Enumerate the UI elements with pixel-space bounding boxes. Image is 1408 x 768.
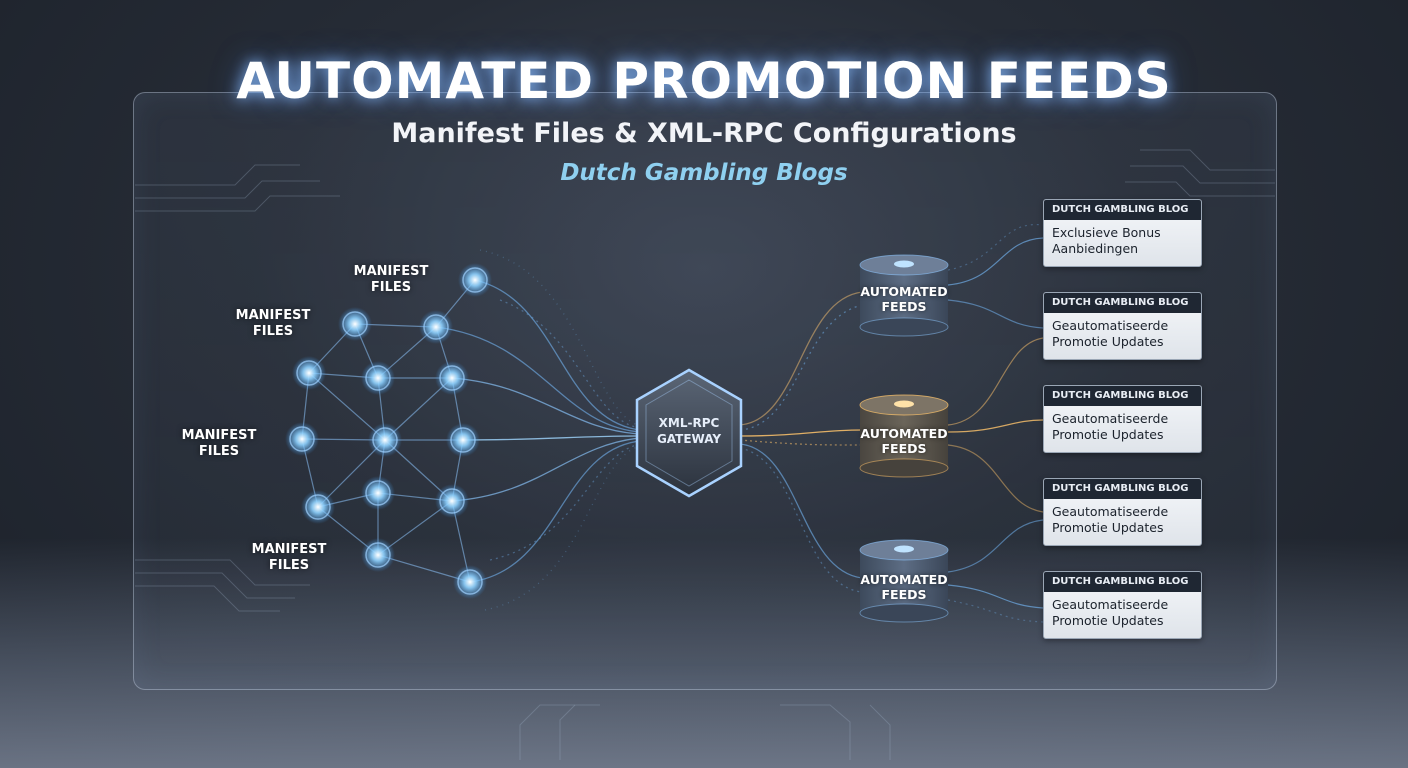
network-node [361,538,395,572]
inbound-streams [435,249,641,611]
gateway-hexagon [635,368,743,498]
blog-card-header: DUTCH GAMBLING BLOG [1044,386,1201,406]
network-node [361,476,395,510]
network-node [446,423,480,457]
blog-card-body: Geautomatiseerde Promotie Updates [1052,411,1169,442]
feed-label-text: AUTOMATED FEEDS [860,426,948,456]
manifest-label-text: MANIFEST FILES [353,264,429,295]
manifest-label: MANIFEST FILES [331,264,451,296]
blog-card-header: DUTCH GAMBLING BLOG [1044,572,1201,592]
blog-card: DUTCH GAMBLING BLOG Geautomatiseerde Pro… [1043,385,1202,453]
blog-card-header: DUTCH GAMBLING BLOG [1044,479,1201,499]
manifest-label: MANIFEST FILES [213,308,333,340]
blog-card-body: Geautomatiseerde Promotie Updates [1052,597,1169,628]
feed-cylinder-1 [859,254,949,337]
page-subtitle: Manifest Files & XML-RPC Configurations [391,118,1017,149]
gateway-to-feeds-streams [739,291,863,593]
circuit-traces [135,149,1275,760]
blog-card-body: Geautomatiseerde Promotie Updates [1052,318,1169,349]
manifest-label: MANIFEST FILES [229,542,349,574]
blog-card: DUTCH GAMBLING BLOG Geautomatiseerde Pro… [1043,478,1202,546]
feeds-to-cards-streams [947,224,1044,623]
manifest-label-text: MANIFEST FILES [235,308,311,339]
blog-card-header: DUTCH GAMBLING BLOG [1044,293,1201,313]
gateway-label: XML-RPC GATEWAY [637,415,741,447]
network-node [453,565,487,599]
manifest-label-text: MANIFEST FILES [181,428,257,459]
network-node [301,490,335,524]
network-node [458,263,492,297]
blog-card-header: DUTCH GAMBLING BLOG [1044,200,1201,220]
network-node [292,356,326,390]
feed-label-text: AUTOMATED FEEDS [860,284,948,314]
page-tagline: Dutch Gambling Blogs [560,160,848,186]
network-node [338,307,372,341]
network-nodes [285,263,492,599]
feed-cylinder-2 [859,394,949,478]
network-node [419,310,453,344]
network-node [361,361,395,395]
network-node [435,361,469,395]
blog-card: DUTCH GAMBLING BLOG Exclusieve Bonus Aan… [1043,199,1202,267]
network-node [285,422,319,456]
page-title: AUTOMATED PROMOTION FEEDS [236,52,1172,110]
blog-card: DUTCH GAMBLING BLOG Geautomatiseerde Pro… [1043,292,1202,360]
feed-label: AUTOMATED FEEDS [856,284,952,314]
feed-label: AUTOMATED FEEDS [856,572,952,602]
blog-card: DUTCH GAMBLING BLOG Geautomatiseerde Pro… [1043,571,1202,639]
gateway-label-text: XML-RPC GATEWAY [656,416,722,446]
network-node [368,423,402,457]
feed-label-text: AUTOMATED FEEDS [860,572,948,602]
feed-label: AUTOMATED FEEDS [856,426,952,456]
blog-card-body: Geautomatiseerde Promotie Updates [1052,504,1169,535]
feed-cylinder-3 [859,539,949,623]
blog-card-body: Exclusieve Bonus Aanbiedingen [1052,225,1161,256]
manifest-label-text: MANIFEST FILES [251,542,327,573]
network-node [435,484,469,518]
manifest-label: MANIFEST FILES [159,428,279,460]
